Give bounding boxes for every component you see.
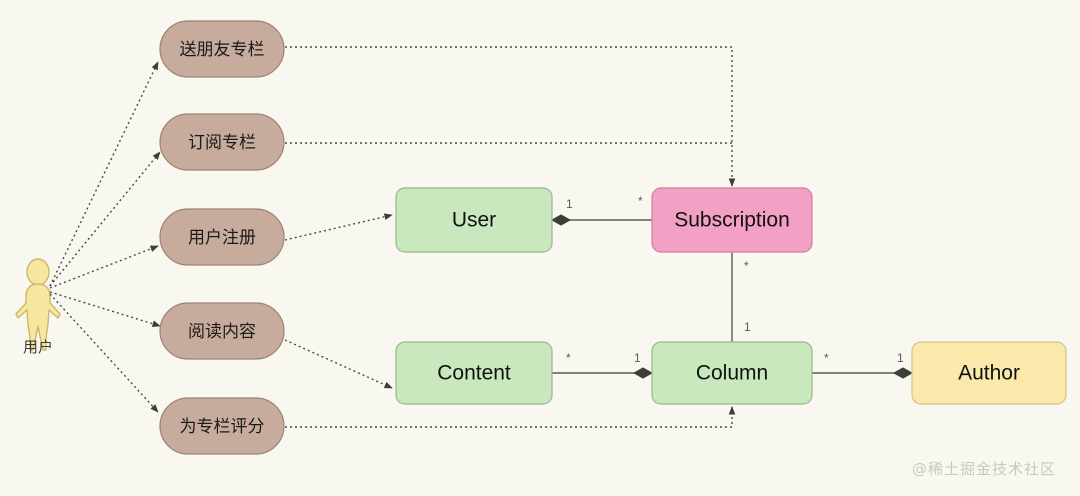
entity-label: Subscription [674,209,790,232]
entity-shape [911,341,1067,405]
entity-label: User [452,209,496,232]
link-actor-subscribe-column[interactable] [49,151,161,287]
usecase-label: 为专栏评分 [180,417,265,437]
multiplicity-content-column-from: * [566,351,571,365]
link-send-column-to-friend-subscription[interactable] [285,46,736,187]
usecase-entity-links [284,46,736,428]
multiplicity-content-column-to: 1 [634,351,641,365]
link-actor-user-registration[interactable] [49,245,159,289]
usecase-label: 送朋友专栏 [180,40,265,60]
entity-label: Column [696,362,768,385]
entity-label: Content [437,362,511,385]
usecase-send-column-to-friend[interactable]: 送朋友专栏 [159,20,285,78]
multiplicity-subscription-column-from: * [744,259,749,273]
multiplicity-user-subscription-from: 1 [566,197,573,211]
usecase-label: 订阅专栏 [188,133,256,153]
link-user-registration-user[interactable] [284,213,393,241]
entity-content[interactable]: Content [395,341,553,405]
usecase-shape [159,397,285,455]
entity-shape [651,341,813,405]
usecase-label: 阅读内容 [188,322,256,342]
actor-label: 用户 [23,338,53,356]
usecase-rate-column[interactable]: 为专栏评分 [159,397,285,455]
watermark: @稀土掘金技术社区 [912,460,1056,478]
usecase-shape [159,113,285,171]
entity-user[interactable]: User [395,187,553,253]
usecase-label: 用户注册 [188,228,256,248]
link-actor-send-column-to-friend[interactable] [49,61,159,287]
user-actor[interactable]: 用户 [15,258,61,356]
actor-head-icon [26,258,50,286]
usecase-read-content[interactable]: 阅读内容 [159,302,285,360]
usecase-subscribe-column[interactable]: 订阅专栏 [159,113,285,171]
multiplicity-user-subscription-to: * [638,194,643,208]
link-rate-column-column[interactable] [285,406,736,428]
actor-body-icon [15,283,61,351]
usecase-nodes: 送朋友专栏 订阅专栏 用户注册 阅读内容 为专栏评分 [159,20,285,455]
multiplicity-labels: 1 * * 1 * 1 * 1 [566,194,904,365]
entity-associations [550,214,914,379]
actor-usecase-links [49,61,161,413]
multiplicity-column-author-from: * [824,351,829,365]
entity-shape [395,341,553,405]
diamond-user-subscription [550,214,572,226]
entity-subscription[interactable]: Subscription [651,187,813,253]
multiplicity-subscription-column-to: 1 [744,320,751,334]
multiplicity-column-author-to: 1 [897,351,904,365]
usecase-user-registration[interactable]: 用户注册 [159,208,285,266]
link-actor-read-content[interactable] [49,291,161,327]
entity-author[interactable]: Author [911,341,1067,405]
usecase-shape [159,208,285,266]
usecase-shape [159,302,285,360]
entity-column[interactable]: Column [651,341,813,405]
diamond-column-author [892,367,914,379]
entity-shape [395,187,553,253]
entity-label: Author [958,362,1020,385]
entity-nodes: User Subscription Content Column Author [395,187,1067,405]
link-actor-rate-column[interactable] [49,293,159,413]
usecase-shape [159,20,285,78]
diamond-content-column [632,367,654,379]
entity-shape [651,187,813,253]
